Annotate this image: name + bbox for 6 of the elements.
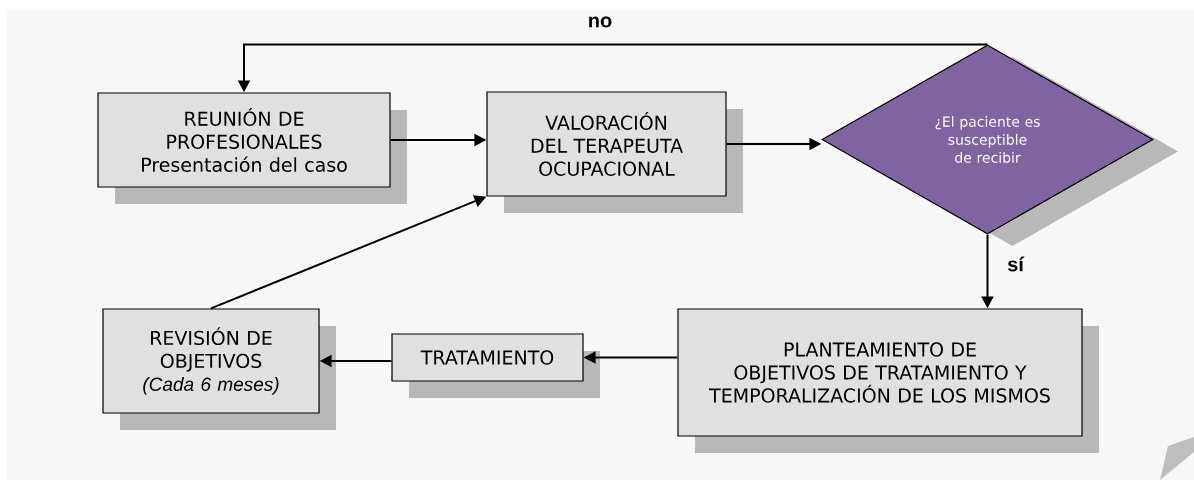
process-box: VALORACIÓN DEL TERAPEUTA OCUPACIONAL bbox=[486, 91, 743, 213]
edge-label: sí bbox=[1005, 254, 1026, 274]
process-box: REVISIÓN DE OBJETIVOS (Cada 6 meses) bbox=[102, 308, 336, 430]
process-box: TRATAMIENTO bbox=[391, 333, 600, 398]
process-box: REUNIÓN DE PROFESIONALES Presentación del caso bbox=[97, 92, 407, 204]
process-box: PLANTEAMIENTO DE OBJETIVOS DE TRATAMIENTO Y TEMPORALIZACIÓN DE LOS MISMOS bbox=[677, 308, 1099, 453]
